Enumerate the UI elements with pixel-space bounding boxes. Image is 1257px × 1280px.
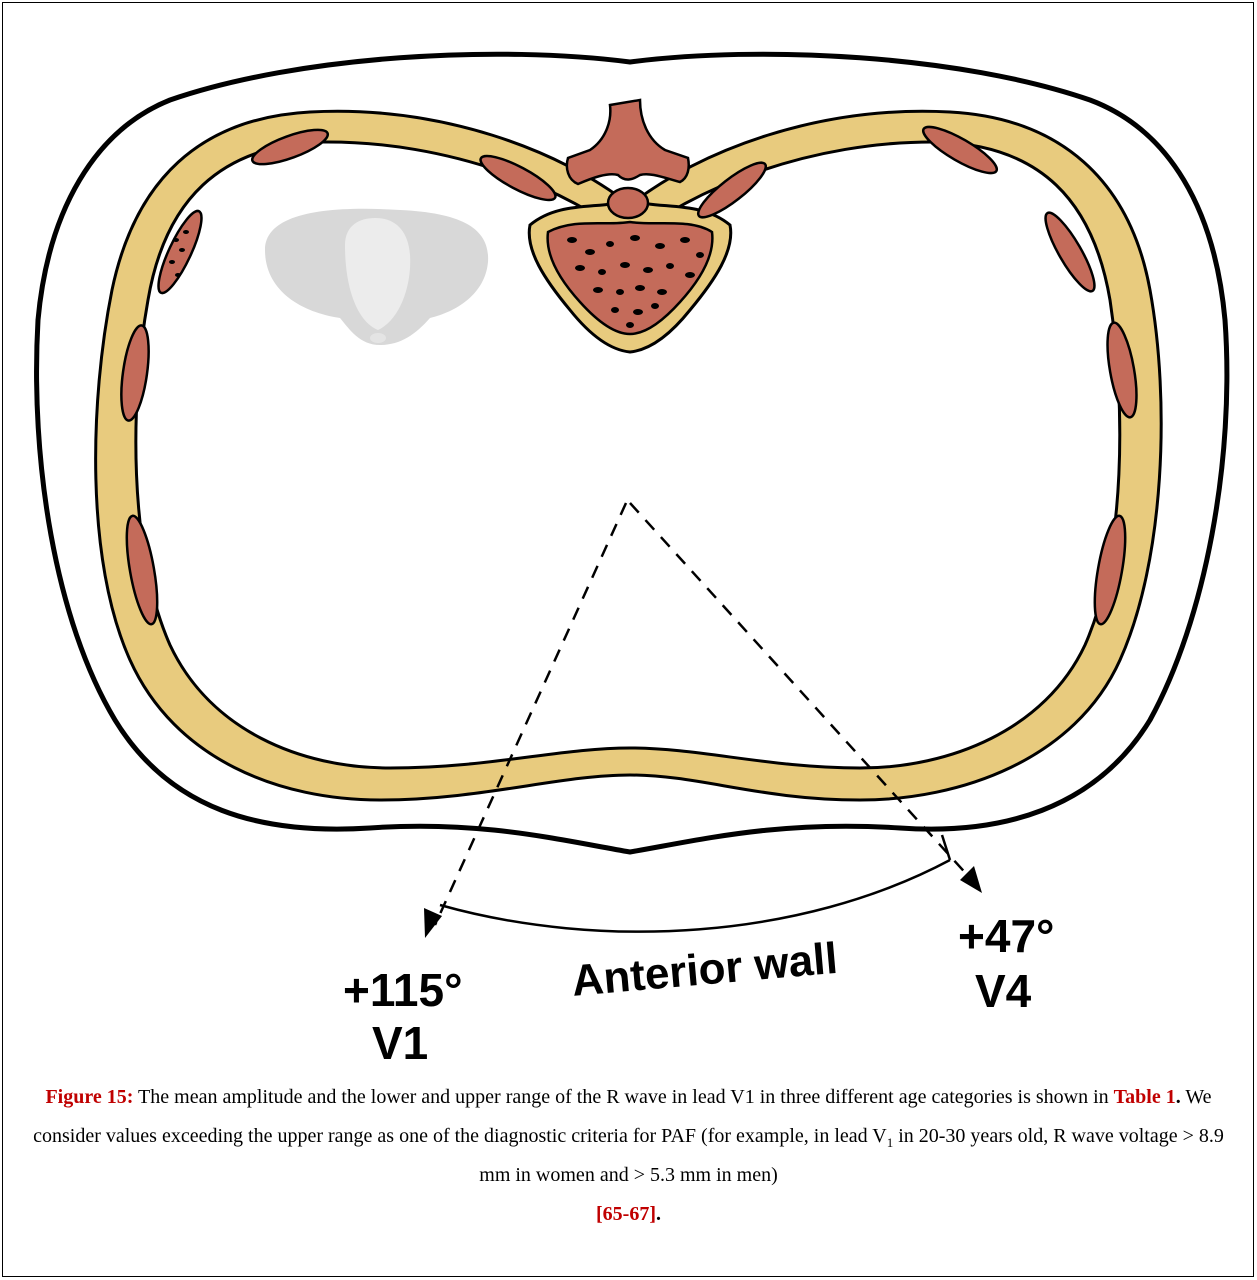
angle-v4-label: +47° bbox=[958, 913, 1054, 959]
table-reference-link[interactable]: Table 1 bbox=[1114, 1086, 1176, 1108]
spinal-canal bbox=[608, 188, 648, 218]
citation-link[interactable]: [65-67] bbox=[596, 1203, 656, 1225]
figure-caption: Figure 15: The mean amplitude and the lo… bbox=[20, 1078, 1237, 1234]
anterior-wall-arc bbox=[440, 860, 950, 932]
arrowhead-v1-icon bbox=[424, 908, 442, 938]
lead-v4-label: V4 bbox=[975, 968, 1031, 1014]
thorax-cross-section-illustration bbox=[0, 0, 1257, 1070]
caption-text-1: The mean amplitude and the lower and upp… bbox=[133, 1086, 1113, 1108]
figure-label: Figure 15: bbox=[45, 1086, 133, 1108]
angle-v1-label: +115° bbox=[343, 967, 462, 1013]
lead-v1-label: V1 bbox=[372, 1020, 428, 1066]
caption-end: . bbox=[656, 1203, 661, 1225]
